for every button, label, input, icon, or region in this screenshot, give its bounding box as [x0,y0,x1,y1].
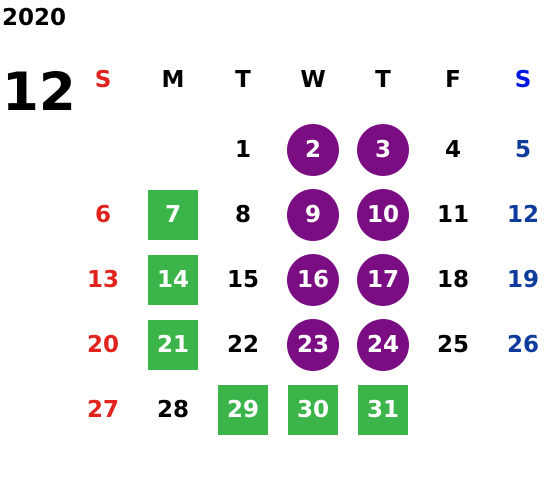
weekday-header-monday: M [161,67,185,93]
weekday-header-friday: F [445,67,461,93]
day-cell-17: 17 [357,254,409,306]
day-cell-16: 16 [287,254,339,306]
day-cell-13: 13 [86,267,119,293]
month-number: 12 [2,62,76,123]
day-cell-20: 20 [86,332,119,358]
day-cell-18: 18 [436,267,469,293]
day-cell-15: 15 [226,267,259,293]
day-cell-23: 23 [287,319,339,371]
day-cell-21: 21 [148,320,198,370]
day-cell-24: 24 [357,319,409,371]
day-cell-30: 30 [288,385,338,435]
day-cell-27: 27 [86,397,119,423]
day-cell-9: 9 [287,189,339,241]
day-cell-10: 10 [357,189,409,241]
day-cell-12: 12 [506,202,539,228]
day-cell-31: 31 [358,385,408,435]
weekday-header-sunday: S [94,67,112,93]
day-cell-11: 11 [436,202,469,228]
day-cell-14: 14 [148,255,198,305]
day-cell-22: 22 [226,332,259,358]
weekday-header-thursday: T [375,67,391,93]
day-cell-26: 26 [506,332,539,358]
weekday-header-wednesday: W [300,67,326,93]
day-cell-6: 6 [94,202,111,228]
day-cell-5: 5 [514,137,531,163]
day-cell-3: 3 [357,124,409,176]
weekday-header-tuesday: T [235,67,251,93]
day-cell-29: 29 [218,385,268,435]
year-label: 2020 [2,5,67,31]
day-cell-28: 28 [156,397,189,423]
day-cell-1: 1 [234,137,251,163]
day-cell-7: 7 [148,190,198,240]
weekday-header-saturday: S [514,67,532,93]
day-cell-25: 25 [436,332,469,358]
day-cell-4: 4 [444,137,461,163]
day-cell-2: 2 [287,124,339,176]
day-cell-19: 19 [506,267,539,293]
day-cell-8: 8 [234,202,251,228]
